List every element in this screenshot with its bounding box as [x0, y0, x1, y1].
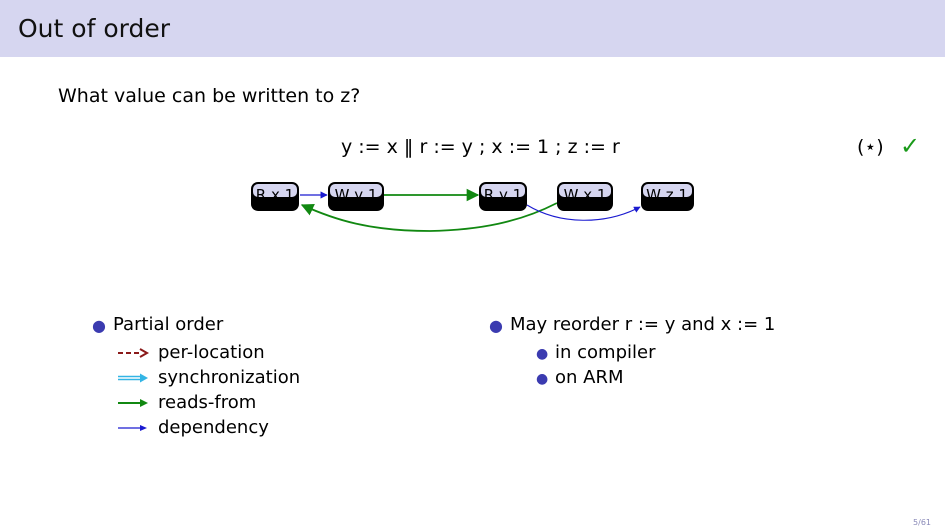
- sub-bullet-compiler: ● in compiler: [536, 341, 656, 365]
- bullet-label: Partial order: [113, 314, 224, 335]
- bullet-dot-icon: ●: [92, 316, 106, 335]
- sub-bullet-label: on ARM: [555, 367, 624, 388]
- legend-label: reads-from: [158, 392, 257, 413]
- event-label: W z 1: [646, 186, 688, 204]
- legend-label: per-location: [158, 342, 265, 363]
- double-arrow-icon: [118, 373, 148, 383]
- legend-label: synchronization: [158, 367, 301, 388]
- slide-title: Out of order: [18, 14, 170, 43]
- page-number: 5/61: [913, 518, 931, 527]
- legend-label: dependency: [158, 417, 269, 438]
- event-label: W y 1: [335, 186, 378, 204]
- event-label: W x 1: [564, 186, 607, 204]
- event-label: R x 1: [256, 186, 294, 204]
- question-text: What value can be written to z?: [58, 85, 361, 107]
- program-text: y := x ‖ r := y ; x := 1 ; z := r: [341, 136, 620, 158]
- sub-bullet-arm: ● on ARM: [536, 366, 624, 390]
- event-node-4: W x 1: [557, 182, 613, 211]
- bullet-dot-icon: ●: [489, 316, 503, 335]
- bullet-dot-icon: ●: [536, 371, 549, 387]
- reads-from-edge-wx1-rx1: [300, 202, 558, 232]
- header-bar: Out of order: [0, 0, 945, 57]
- event-node-3: R y 1: [479, 182, 527, 211]
- event-node-2: W y 1: [328, 182, 384, 211]
- event-label: R y 1: [484, 186, 522, 204]
- dependency-edge-ry1-wz1: [526, 204, 641, 221]
- bullet-partial-order: ● Partial order: [92, 313, 224, 337]
- event-node-5: W z 1: [641, 182, 694, 211]
- bullet-may-reorder: ● May reorder r := y and x := 1: [489, 313, 776, 337]
- solid-arrow-icon: [118, 399, 148, 407]
- thin-arrow-icon: [118, 425, 147, 431]
- star-mark: (⋆): [857, 136, 884, 158]
- sub-bullet-label: in compiler: [555, 342, 656, 363]
- bullet-dot-icon: ●: [536, 346, 549, 362]
- event-node-1: R x 1: [251, 182, 299, 211]
- check-icon: ✓: [900, 132, 921, 160]
- bullet-label: May reorder r := y and x := 1: [510, 314, 776, 335]
- dashed-arrow-icon: [118, 348, 150, 358]
